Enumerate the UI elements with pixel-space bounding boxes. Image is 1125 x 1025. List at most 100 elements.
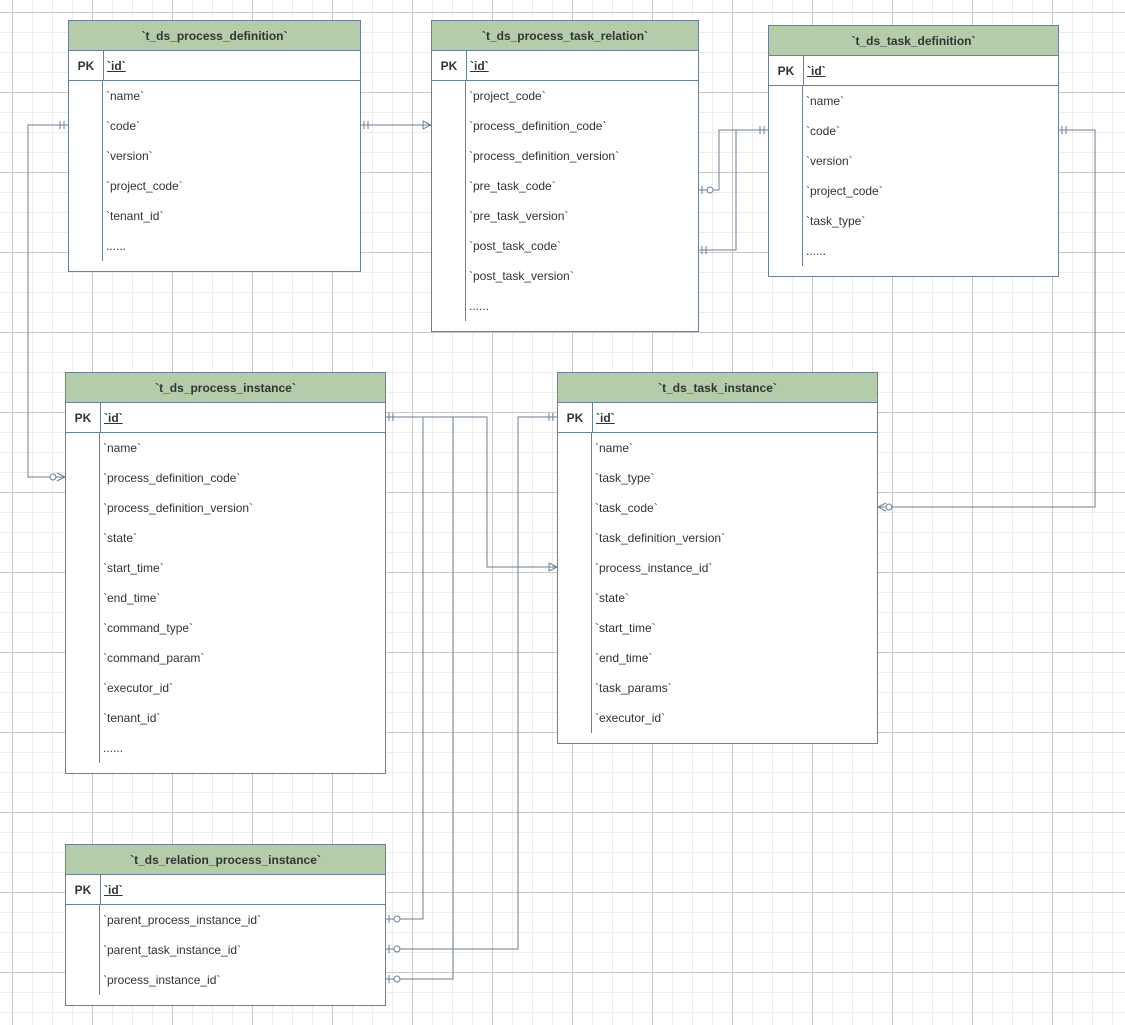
field-list: `name` `task_type` `task_code` `task_def… [558, 433, 877, 743]
marker-one-one [388, 413, 394, 421]
entity-relation-process-instance[interactable]: `t_ds_relation_process_instance` PK `id`… [65, 844, 386, 1006]
entity-process-instance[interactable]: `t_ds_process_instance` PK `id` `name` `… [65, 372, 386, 774]
connector-task-def-to-pre-task-code [699, 129, 768, 191]
field: `name` [806, 94, 845, 108]
connector-process-instance-to-relation-process [386, 417, 454, 980]
marker-zero-circle [885, 503, 893, 511]
field: `pre_task_version` [469, 209, 569, 223]
field: `executor_id` [103, 681, 174, 695]
field: `name` [595, 441, 634, 455]
field: `parent_process_instance_id` [103, 913, 262, 927]
field: `task_definition_version` [595, 531, 726, 545]
pk-field: `id` [596, 410, 615, 425]
field: `post_task_code` [469, 239, 562, 253]
field: `pre_task_code` [469, 179, 556, 193]
pk-row: PK `id` [769, 56, 1058, 86]
entity-title: `t_ds_process_instance` [66, 373, 385, 403]
pk-label: PK [66, 403, 101, 432]
field: `tenant_id` [106, 209, 164, 223]
field: ...... [469, 299, 490, 313]
connector-process-instance-to-parent-process [386, 417, 424, 920]
marker-zero-circle [49, 473, 57, 481]
field: ...... [103, 741, 124, 755]
field: `process_definition_code` [469, 119, 607, 133]
field: `command_param` [103, 651, 205, 665]
marker-one-one [701, 246, 707, 254]
field: `process_instance_id` [103, 973, 221, 987]
pk-row: PK `id` [558, 403, 877, 433]
field: `process_definition_version` [469, 149, 620, 163]
field: `start_time` [595, 621, 656, 635]
pk-label: PK [432, 51, 467, 80]
field: ...... [106, 239, 127, 253]
field: `state` [595, 591, 630, 605]
field: `project_code` [469, 89, 546, 103]
field-list: `name` `process_definition_code` `proces… [66, 433, 385, 773]
field: `name` [106, 89, 145, 103]
marker-one-one [59, 121, 65, 129]
entity-title: `t_ds_task_instance` [558, 373, 877, 403]
pk-field: `id` [107, 58, 126, 73]
field: `command_type` [103, 621, 194, 635]
field: `task_params` [595, 681, 672, 695]
field: `post_task_version` [469, 269, 574, 283]
marker-zero-many [876, 502, 887, 512]
entity-process-task-relation[interactable]: `t_ds_process_task_relation` PK `id` `pr… [431, 20, 699, 332]
field: `end_time` [103, 591, 161, 605]
pk-row: PK `id` [66, 403, 385, 433]
pk-label: PK [558, 403, 593, 432]
entity-title: `t_ds_task_definition` [769, 26, 1058, 56]
pk-row: PK `id` [69, 51, 360, 81]
field: `code` [806, 124, 841, 138]
marker-many [422, 120, 433, 130]
marker-many [548, 562, 559, 572]
marker-zero-circle [393, 945, 401, 953]
field: `project_code` [106, 179, 183, 193]
marker-zero-many [56, 472, 67, 482]
marker-one-one [363, 121, 369, 129]
entity-process-definition[interactable]: `t_ds_process_definition` PK `id` `name`… [68, 20, 361, 272]
field: `state` [103, 531, 138, 545]
marker-zero-circle [393, 975, 401, 983]
field: `name` [103, 441, 142, 455]
connector-definition-to-process-instance [27, 124, 68, 478]
connector-task-instance-to-parent-task [386, 416, 557, 950]
field: `start_time` [103, 561, 164, 575]
field: `code` [106, 119, 141, 133]
field-list: `parent_process_instance_id` `parent_tas… [66, 905, 385, 1005]
pk-label: PK [769, 56, 804, 85]
pk-field: `id` [104, 410, 123, 425]
field-list: `project_code` `process_definition_code`… [432, 81, 698, 331]
field: `process_definition_version` [103, 501, 254, 515]
entity-title: `t_ds_process_task_relation` [432, 21, 698, 51]
connector-task-def-to-post-task-code [699, 130, 737, 251]
field: ...... [806, 244, 827, 258]
field-list: `name` `code` `version` `project_code` `… [69, 81, 360, 271]
field: `version` [806, 154, 853, 168]
entity-task-instance[interactable]: `t_ds_task_instance` PK `id` `name` `tas… [557, 372, 878, 744]
entity-title: `t_ds_process_definition` [69, 21, 360, 51]
pk-field: `id` [807, 63, 826, 78]
marker-zero-circle [393, 915, 401, 923]
field: `process_definition_code` [103, 471, 241, 485]
field: `version` [106, 149, 153, 163]
field-list: `name` `code` `version` `project_code` `… [769, 86, 1058, 276]
pk-field: `id` [470, 58, 489, 73]
field: `executor_id` [595, 711, 666, 725]
field: `tenant_id` [103, 711, 161, 725]
marker-one-one [1061, 126, 1067, 134]
pk-field: `id` [104, 882, 123, 897]
marker-zero-circle [706, 186, 714, 194]
pk-row: PK `id` [66, 875, 385, 905]
marker-one-one [548, 413, 554, 421]
entity-task-definition[interactable]: `t_ds_task_definition` PK `id` `name` `c… [768, 25, 1059, 277]
marker-one-one [759, 126, 765, 134]
pk-row: PK `id` [432, 51, 698, 81]
field: `task_type` [595, 471, 655, 485]
field: `process_instance_id` [595, 561, 713, 575]
pk-label: PK [69, 51, 104, 80]
pk-label: PK [66, 875, 101, 904]
field: `task_code` [595, 501, 658, 515]
connector-process-instance-to-task-instance [386, 416, 557, 568]
field: `parent_task_instance_id` [103, 943, 242, 957]
